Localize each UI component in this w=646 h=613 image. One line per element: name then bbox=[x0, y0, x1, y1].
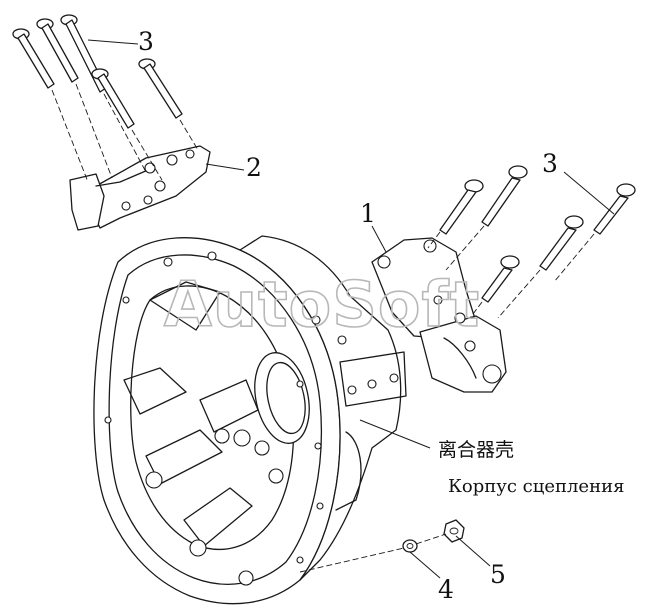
mounting-bracket-left bbox=[69, 145, 211, 231]
caption-chinese: 离合器壳 bbox=[438, 439, 514, 461]
watermark-text: AutoSoft bbox=[164, 268, 480, 341]
clutch-housing bbox=[93, 235, 407, 605]
washer-and-nut bbox=[299, 519, 465, 573]
leader-lines bbox=[87, 39, 615, 579]
callout-part-5: 5 bbox=[490, 560, 506, 589]
caption-russian: Корпус сцепления bbox=[448, 476, 624, 497]
mounting-bracket-right bbox=[371, 237, 507, 393]
callout-part-1: 1 bbox=[360, 199, 376, 228]
callout-part-4: 4 bbox=[438, 575, 454, 604]
callout-part-2: 2 bbox=[246, 153, 262, 182]
callout-part-3-left: 3 bbox=[138, 27, 154, 56]
bolts-upper-left bbox=[12, 14, 199, 183]
callout-part-3-right: 3 bbox=[542, 149, 558, 178]
bolts-upper-right bbox=[427, 165, 636, 319]
